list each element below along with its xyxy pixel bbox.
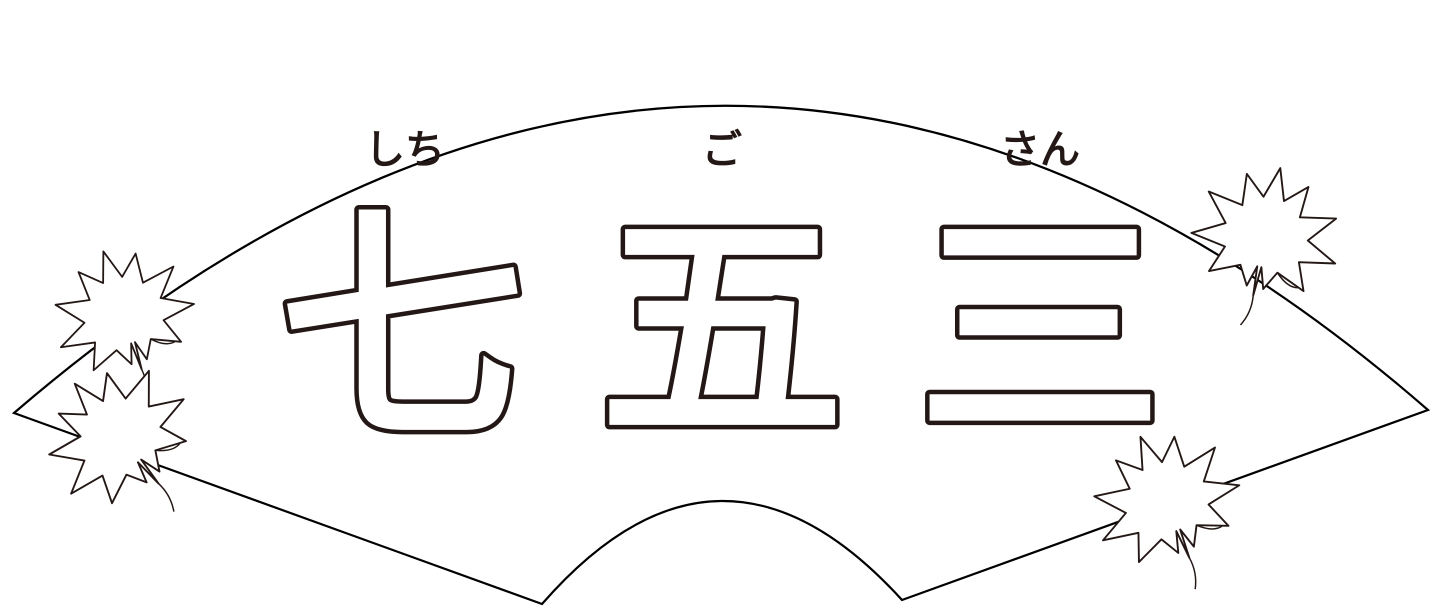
kanji-three: 三 <box>918 188 1163 473</box>
furigana-san: さん <box>1000 127 1080 173</box>
folding-fan-outline <box>11 104 1431 606</box>
kanji-five: 五 <box>600 188 845 473</box>
kanji-seven: 七 <box>280 188 525 473</box>
furigana-go: ご <box>702 127 742 173</box>
furigana-shichi: しち <box>365 127 445 173</box>
